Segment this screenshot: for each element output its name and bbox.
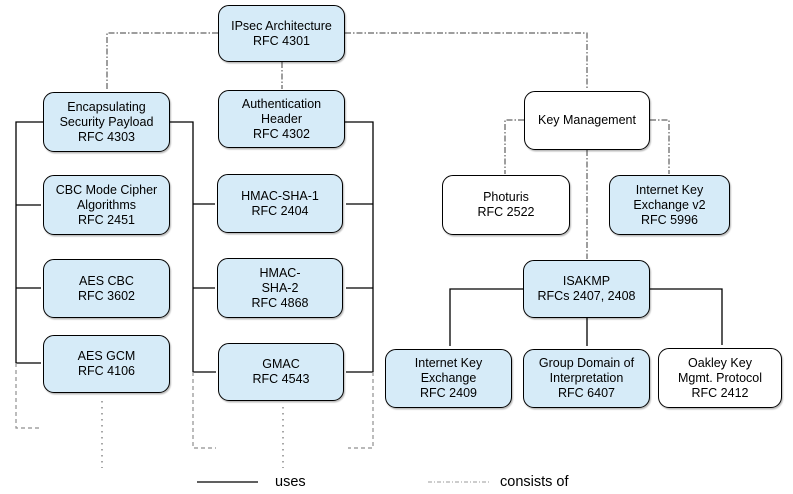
node-line: Oakley Key	[688, 355, 752, 370]
node-line: RFC 4301	[253, 33, 310, 48]
node-aes-cbc: AES CBC RFC 3602	[43, 259, 170, 318]
continuation-arrow-left-column	[15, 363, 40, 429]
node-line: RFC 2522	[477, 205, 535, 219]
continuation-arrow-mid-left	[192, 372, 216, 449]
legend-uses-label: uses	[275, 474, 306, 490]
node-line: Key Management	[538, 113, 636, 127]
edge-esp-left-trunk	[15, 121, 43, 363]
edge-esp-mid-trunk	[170, 121, 194, 372]
node-line: SHA-2	[261, 280, 299, 295]
edge-isakmp-uses-oakley	[650, 288, 723, 345]
node-line: RFC 2409	[420, 386, 477, 400]
node-line: Header	[261, 111, 302, 126]
node-line: ISAKMP	[562, 274, 611, 288]
node-line: Security Payload	[59, 114, 154, 129]
node-line: RFC 5996	[641, 212, 698, 227]
node-line: Algorithms	[76, 197, 137, 212]
edge-ipsec-consists-esp	[106, 32, 218, 91]
continuation-arrow-mid-right	[348, 372, 374, 449]
node-line: RFC 2404	[251, 203, 309, 218]
edge-isakmp-uses-ike	[449, 288, 523, 346]
node-line: Interpretation	[549, 371, 624, 385]
node-line: RFC 4543	[252, 372, 310, 386]
node-group-domain-of-interpretation: Group Domain of Interpretation RFC 6407	[523, 349, 650, 408]
node-internet-key-exchange: Internet Key Exchange RFC 2409	[385, 349, 512, 408]
node-line: GMAC	[262, 357, 300, 371]
edge-ah-right-trunk	[345, 121, 374, 372]
node-line: AES GCM	[77, 349, 136, 363]
node-encapsulating-security-payload: Encapsulating Security Payload RFC 4303	[43, 92, 170, 152]
node-line: Internet Key	[635, 182, 704, 197]
node-line: Exchange v2	[633, 197, 706, 212]
node-hmac-sha-1: HMAC-SHA-1 RFC 2404	[217, 174, 343, 233]
node-line: Exchange	[420, 371, 477, 385]
node-line: RFC 6407	[558, 386, 615, 400]
node-oakley-key-mgmt-protocol: Oakley Key Mgmt. Protocol RFC 2412	[658, 348, 782, 408]
node-line: HMAC-	[259, 265, 301, 280]
node-cbc-mode-cipher-algorithms: CBC Mode Cipher Algorithms RFC 2451	[43, 175, 170, 235]
node-line: RFC 3602	[78, 288, 135, 303]
node-line: RFC 2451	[78, 212, 135, 227]
node-ipsec-architecture: IPsec Architecture RFC 4301	[218, 5, 345, 62]
node-line: Authentication	[241, 96, 322, 111]
node-line: HMAC-SHA-1	[241, 188, 319, 203]
legend-consists-of-label: consists of	[500, 474, 569, 490]
node-line: RFC 4106	[78, 364, 135, 378]
node-gmac: GMAC RFC 4543	[218, 343, 344, 401]
node-line: Photuris	[483, 190, 529, 204]
node-photuris: Photuris RFC 2522	[442, 175, 570, 235]
node-isakmp: ISAKMP RFCs 2407, 2408	[523, 260, 650, 318]
node-line: RFCs 2407, 2408	[537, 289, 636, 303]
node-line: RFC 4302	[253, 126, 310, 141]
node-line: AES CBC	[79, 273, 134, 288]
node-key-management: Key Management	[524, 91, 650, 150]
node-hmac-sha-2: HMAC- SHA-2 RFC 4868	[217, 258, 343, 318]
node-authentication-header: Authentication Header RFC 4302	[218, 90, 345, 148]
node-line: Encapsulating	[67, 99, 146, 114]
node-line: RFC 4303	[78, 129, 135, 144]
edge-keymgmt-consists-ikev2	[650, 119, 670, 174]
node-line: Internet Key	[414, 356, 483, 370]
node-line: RFC 4868	[251, 295, 309, 310]
node-line: Group Domain of	[538, 356, 635, 370]
edge-keymgmt-consists-photuris	[504, 119, 524, 174]
node-line: RFC 2412	[691, 385, 749, 400]
node-line: Mgmt. Protocol	[677, 370, 763, 385]
node-line: CBC Mode Cipher	[55, 182, 158, 197]
edge-ipsec-consists-keymgmt	[345, 32, 588, 90]
node-aes-gcm: AES GCM RFC 4106	[43, 335, 170, 393]
node-line: IPsec Architecture	[231, 18, 332, 33]
node-internet-key-exchange-v2: Internet Key Exchange v2 RFC 5996	[609, 175, 730, 235]
